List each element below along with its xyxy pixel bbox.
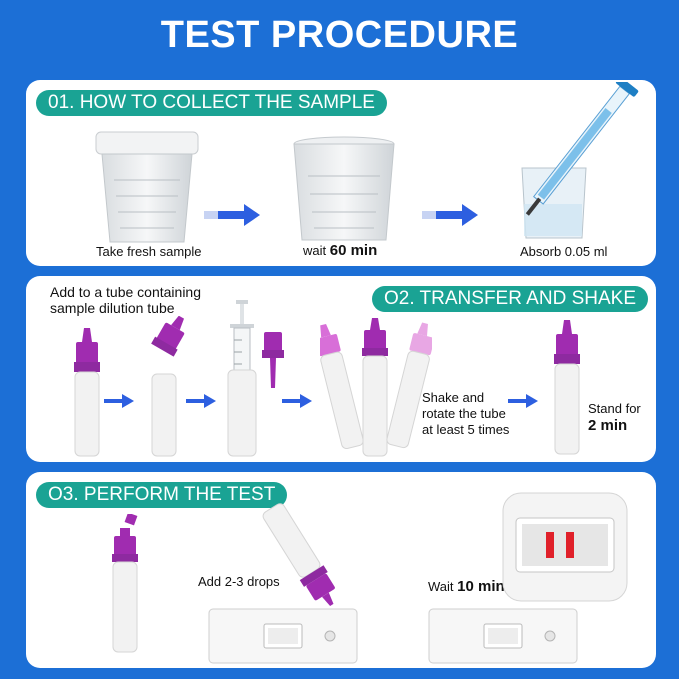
shake-line1: Shake and [422, 390, 485, 405]
step3-heading: O3. PERFORM THE TEST [36, 482, 288, 508]
step2-shake-instruction: Shake and rotate the tube at least 5 tim… [422, 390, 509, 438]
step1-caption-wait: wait 60 min [303, 242, 377, 259]
test-cassette-image [208, 608, 358, 664]
uncapping-tube-image [151, 316, 185, 457]
step3-drops-instruction: Add 2-3 drops [198, 574, 280, 589]
wait-duration: 10 min [457, 578, 505, 595]
tube-cap-image [262, 332, 284, 388]
step2-stand-instruction: Stand for 2 min [588, 400, 641, 434]
step2-panel: Add to a tube containing sample dilution… [26, 276, 656, 462]
sample-cup-lidded-image [95, 131, 199, 243]
result-window-zoom-image [502, 492, 628, 602]
step3-wait-instruction: Wait 10 min [428, 578, 505, 595]
step1-caption-take-sample: Take fresh sample [96, 244, 202, 259]
syringe-beaker-image [521, 82, 639, 239]
wait-text: wait [303, 243, 330, 258]
wait-duration: 60 min [329, 242, 378, 259]
step1-caption-absorb: Absorb 0.05 ml [520, 244, 608, 259]
page-title: TEST PROCEDURE [160, 14, 519, 56]
shake-line2: rotate the tube [422, 406, 506, 421]
arrow-right-icon [204, 204, 260, 226]
step3-panel: O3. PERFORM THE TEST Add 2-3 drops Wait … [26, 472, 656, 668]
standing-tube-image [554, 320, 580, 455]
arrow-right-icon [422, 204, 478, 226]
step2-note: Add to a tube containing sample dilution… [50, 284, 201, 316]
capped-dilution-tube-image [74, 328, 100, 457]
step1-heading: 01. HOW TO COLLECT THE SAMPLE [36, 90, 387, 116]
step2-note-line1: Add to a tube containing [50, 284, 202, 300]
tube-tip-removed-image [112, 514, 138, 653]
arrow-right-icon [186, 394, 216, 408]
arrow-right-icon [282, 394, 312, 408]
stand-line1: Stand for [588, 401, 641, 416]
shaking-tubes-image [320, 318, 432, 457]
stand-duration: 2 min [588, 417, 628, 434]
test-cassette-image [428, 608, 578, 664]
step2-note-line2: sample dilution tube [50, 300, 175, 316]
shake-line3: at least 5 times [422, 422, 510, 437]
tube-dropping-image [262, 503, 335, 606]
step1-panel: 01. HOW TO COLLECT THE SAMPLE Take fresh… [26, 80, 656, 266]
wait-text: Wait [428, 579, 458, 594]
step2-heading: O2. TRANSFER AND SHAKE [372, 286, 648, 312]
arrow-right-icon [508, 394, 538, 408]
arrow-right-icon [104, 394, 134, 408]
syringe-into-tube-image [227, 300, 257, 457]
sample-cup-open-image [293, 136, 395, 241]
